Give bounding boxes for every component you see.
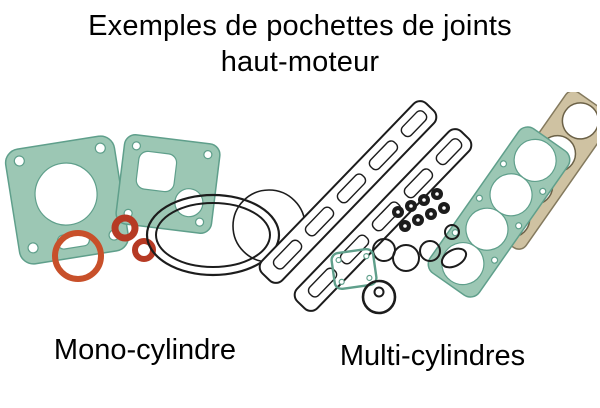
o-ring-red-small-1-icon <box>111 214 139 242</box>
mono-cylinder-caption: Mono-cylindre <box>53 334 237 366</box>
page-title: Exemples de pochettes de joints haut-mot… <box>0 8 600 80</box>
mono-cylinder-gasket-set-image <box>4 133 306 282</box>
small-o-rings-icon <box>372 224 468 272</box>
teal-multi-head-gasket-icon <box>427 126 571 298</box>
oval-gasket-ring-icon <box>145 193 281 277</box>
title-line-2: haut-moteur <box>220 46 380 78</box>
cylinder-base-gasket-icon <box>4 135 130 265</box>
multi-cylinder-gasket-set-image <box>258 92 597 315</box>
valve-seal-grommets-icon <box>392 188 450 232</box>
round-gasket-with-hole-icon <box>361 279 397 315</box>
valve-cover-gasket-strip-1-icon <box>258 100 438 284</box>
small-teal-gasket-icon <box>330 247 378 291</box>
o-ring-orange-large-icon <box>52 230 104 282</box>
valve-cover-gasket-strip-2-icon <box>293 128 473 312</box>
title-line-1: Exemples de pochettes de joints <box>88 10 512 42</box>
o-ring-red-small-2-icon <box>132 238 156 262</box>
head-gasket-icon <box>115 133 221 235</box>
multi-cylinder-caption: Multi-cylindres <box>339 340 526 372</box>
